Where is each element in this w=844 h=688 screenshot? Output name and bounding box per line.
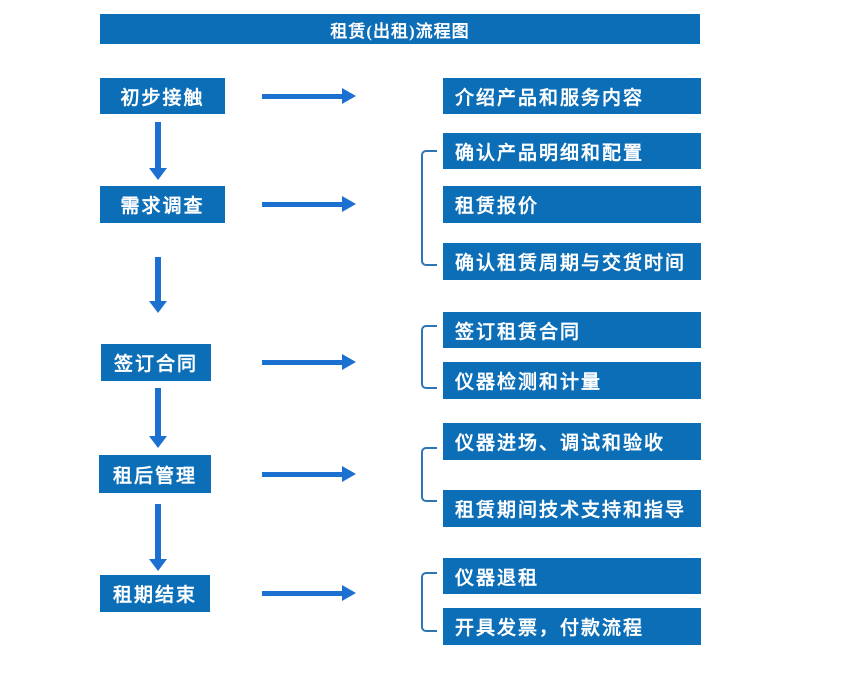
- down-arrow-head: [149, 301, 167, 313]
- right-arrow-head: [342, 466, 356, 482]
- output-box-instrument-setup: 仪器进场、调试和验收: [443, 423, 701, 460]
- right-arrow-shaft: [262, 471, 342, 477]
- stage-box-sign-contract: 签订合同: [101, 344, 211, 381]
- down-arrow-shaft: [155, 257, 161, 301]
- output-box-invoice-payment: 开具发票，付款流程: [443, 608, 701, 645]
- right-arrow-shaft: [262, 590, 342, 596]
- right-arrow-head: [342, 196, 356, 212]
- output-box-tech-support: 租赁期间技术支持和指导: [443, 490, 701, 527]
- down-arrow-icon: [149, 504, 167, 571]
- down-arrow-icon: [149, 122, 167, 180]
- right-arrow-icon: [262, 466, 356, 482]
- output-box-introduce-products: 介绍产品和服务内容: [443, 78, 701, 114]
- flowchart-title: 租赁(出租)流程图: [100, 14, 700, 44]
- right-arrow-head: [342, 354, 356, 370]
- down-arrow-head: [149, 436, 167, 448]
- down-arrow-shaft: [155, 504, 161, 559]
- output-box-rental-quote: 租赁报价: [443, 186, 701, 223]
- down-arrow-icon: [149, 388, 167, 448]
- down-arrow-head: [149, 168, 167, 180]
- group-bracket: [421, 572, 437, 632]
- right-arrow-shaft: [262, 93, 342, 99]
- group-bracket: [421, 325, 437, 389]
- down-arrow-shaft: [155, 388, 161, 436]
- stage-box-post-rental-management: 租后管理: [99, 455, 211, 493]
- output-box-confirm-period-delivery: 确认租赁周期与交货时间: [443, 243, 701, 280]
- right-arrow-icon: [262, 196, 356, 212]
- group-bracket: [421, 150, 437, 266]
- right-arrow-head: [342, 585, 356, 601]
- output-box-confirm-details: 确认产品明细和配置: [443, 133, 701, 169]
- stage-box-rental-end: 租期结束: [100, 575, 210, 612]
- right-arrow-icon: [262, 88, 356, 104]
- right-arrow-icon: [262, 585, 356, 601]
- stage-box-initial-contact: 初步接触: [100, 78, 225, 114]
- output-box-instrument-testing: 仪器检测和计量: [443, 362, 701, 399]
- down-arrow-icon: [149, 257, 167, 313]
- right-arrow-head: [342, 88, 356, 104]
- output-box-instrument-return: 仪器退租: [443, 558, 701, 594]
- right-arrow-shaft: [262, 359, 342, 365]
- stage-box-demand-survey: 需求调查: [100, 186, 225, 223]
- output-box-sign-rental-contract: 签订租赁合同: [443, 312, 701, 348]
- down-arrow-head: [149, 559, 167, 571]
- right-arrow-shaft: [262, 201, 342, 207]
- right-arrow-icon: [262, 354, 356, 370]
- down-arrow-shaft: [155, 122, 161, 168]
- group-bracket: [421, 447, 437, 502]
